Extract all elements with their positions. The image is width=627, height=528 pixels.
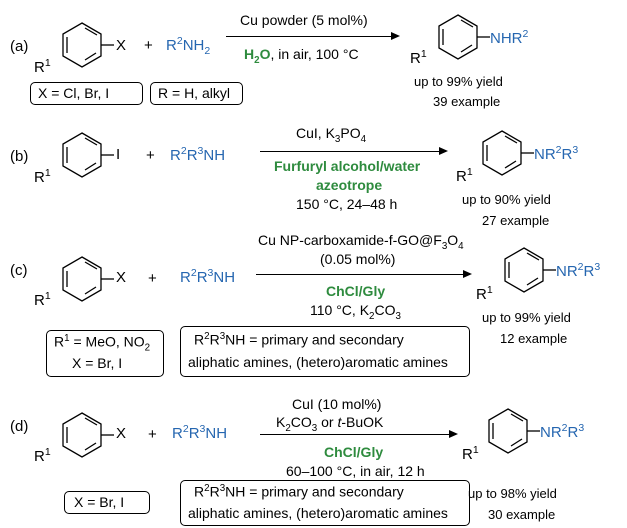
product-r1: R1 [410, 48, 427, 67]
reaction-arrow [260, 147, 448, 155]
example-count: 27 example [482, 213, 550, 228]
amine-scope: R2R3NH = primary and secondary [194, 331, 404, 348]
catalyst: CuI (10 mol%) [292, 396, 382, 412]
plus-sign: + [146, 147, 155, 164]
conditions: 150 °C, 24–48 h [296, 196, 398, 212]
condition-box [30, 82, 143, 105]
product-r1: R1 [462, 444, 479, 463]
condition-box [150, 82, 243, 105]
base: K2CO3 or t-BuOK [276, 414, 384, 434]
substituent-r1: R1 [34, 290, 51, 309]
substituent-scope: R1 = MeO, NO2 [54, 333, 151, 354]
example-count: 39 example [433, 94, 501, 109]
product-amine-group: NR2R3 [556, 261, 601, 280]
condition-box [46, 330, 164, 377]
condition-box [64, 491, 150, 514]
amine-scope-line2: aliphatic amines, (hetero)aromatic amine… [188, 354, 448, 370]
amine-reagent: R2NH2 [166, 35, 211, 57]
example-count: 12 example [500, 331, 568, 346]
leaving-group: X [116, 37, 127, 54]
benzene-ring [438, 14, 490, 60]
reaction-arrow [226, 32, 400, 40]
reaction-arrow [256, 270, 472, 278]
benzene-ring [62, 256, 114, 302]
r-scope: R = H, alkyl [158, 85, 230, 101]
halide-scope: X = Br, I [74, 494, 125, 510]
amine-scope: R2R3NH = primary and secondary [194, 483, 404, 500]
catalyst-loading: (0.05 mol%) [320, 251, 396, 267]
scheme-label: (c) [10, 262, 28, 279]
condition-box [180, 480, 470, 526]
leaving-group: X [116, 425, 127, 442]
leaving-group: X [116, 269, 127, 286]
condition-box [180, 326, 470, 377]
benzene-ring [488, 408, 540, 454]
halide-scope: X = Cl, Br, I [38, 85, 110, 101]
product-r1: R1 [456, 166, 473, 185]
plus-sign: + [144, 37, 153, 54]
example-count: 30 example [488, 507, 556, 522]
benzene-ring [482, 130, 534, 176]
amine-reagent: R2R3NH [180, 267, 236, 286]
substituent-r1: R1 [34, 57, 51, 76]
amine-scope-line2: aliphatic amines, (hetero)aromatic amine… [188, 505, 448, 521]
yield: up to 90% yield [462, 192, 551, 207]
solvent: Furfuryl alcohol/water [274, 158, 421, 174]
scheme-label: (d) [10, 418, 29, 435]
amine-reagent: R2R3NH [170, 145, 226, 164]
yield: up to 99% yield [414, 74, 503, 89]
product-r1: R1 [476, 284, 493, 303]
conditions: 110 °C, K2CO3 [310, 302, 401, 322]
conditions: 60–100 °C, in air, 12 h [286, 463, 425, 479]
scheme-label: (a) [10, 38, 29, 55]
leaving-group: I [116, 146, 121, 163]
benzene-ring [62, 22, 114, 68]
substituent-r1: R1 [34, 446, 51, 465]
benzene-ring [62, 132, 114, 178]
reaction-arrow [260, 430, 458, 438]
solvent: ChCl/Gly [326, 283, 386, 299]
solvent-line2: azeotrope [316, 177, 383, 193]
catalyst: Cu NP-carboxamide-f-GO@F3O4 [258, 232, 464, 252]
catalyst: Cu powder (5 mol%) [240, 12, 368, 28]
scheme-label: (b) [10, 148, 29, 165]
plus-sign: + [148, 426, 157, 443]
conditions: H2O, in air, 100 °C [244, 46, 359, 66]
yield: up to 98% yield [468, 486, 557, 501]
amine-reagent: R2R3NH [172, 423, 228, 442]
product-amine-group: NR2R3 [534, 144, 579, 163]
catalyst: CuI, K3PO4 [296, 125, 367, 145]
plus-sign: + [148, 270, 157, 287]
benzene-ring [504, 247, 556, 293]
solvent: ChCl/Gly [324, 444, 384, 460]
product-amine-group: NR2R3 [540, 422, 585, 441]
halide-scope: X = Br, I [72, 355, 123, 371]
yield: up to 99% yield [482, 310, 571, 325]
substituent-r1: R1 [34, 167, 51, 186]
product-amine-group: NHR2 [490, 28, 529, 47]
benzene-ring [62, 412, 114, 458]
